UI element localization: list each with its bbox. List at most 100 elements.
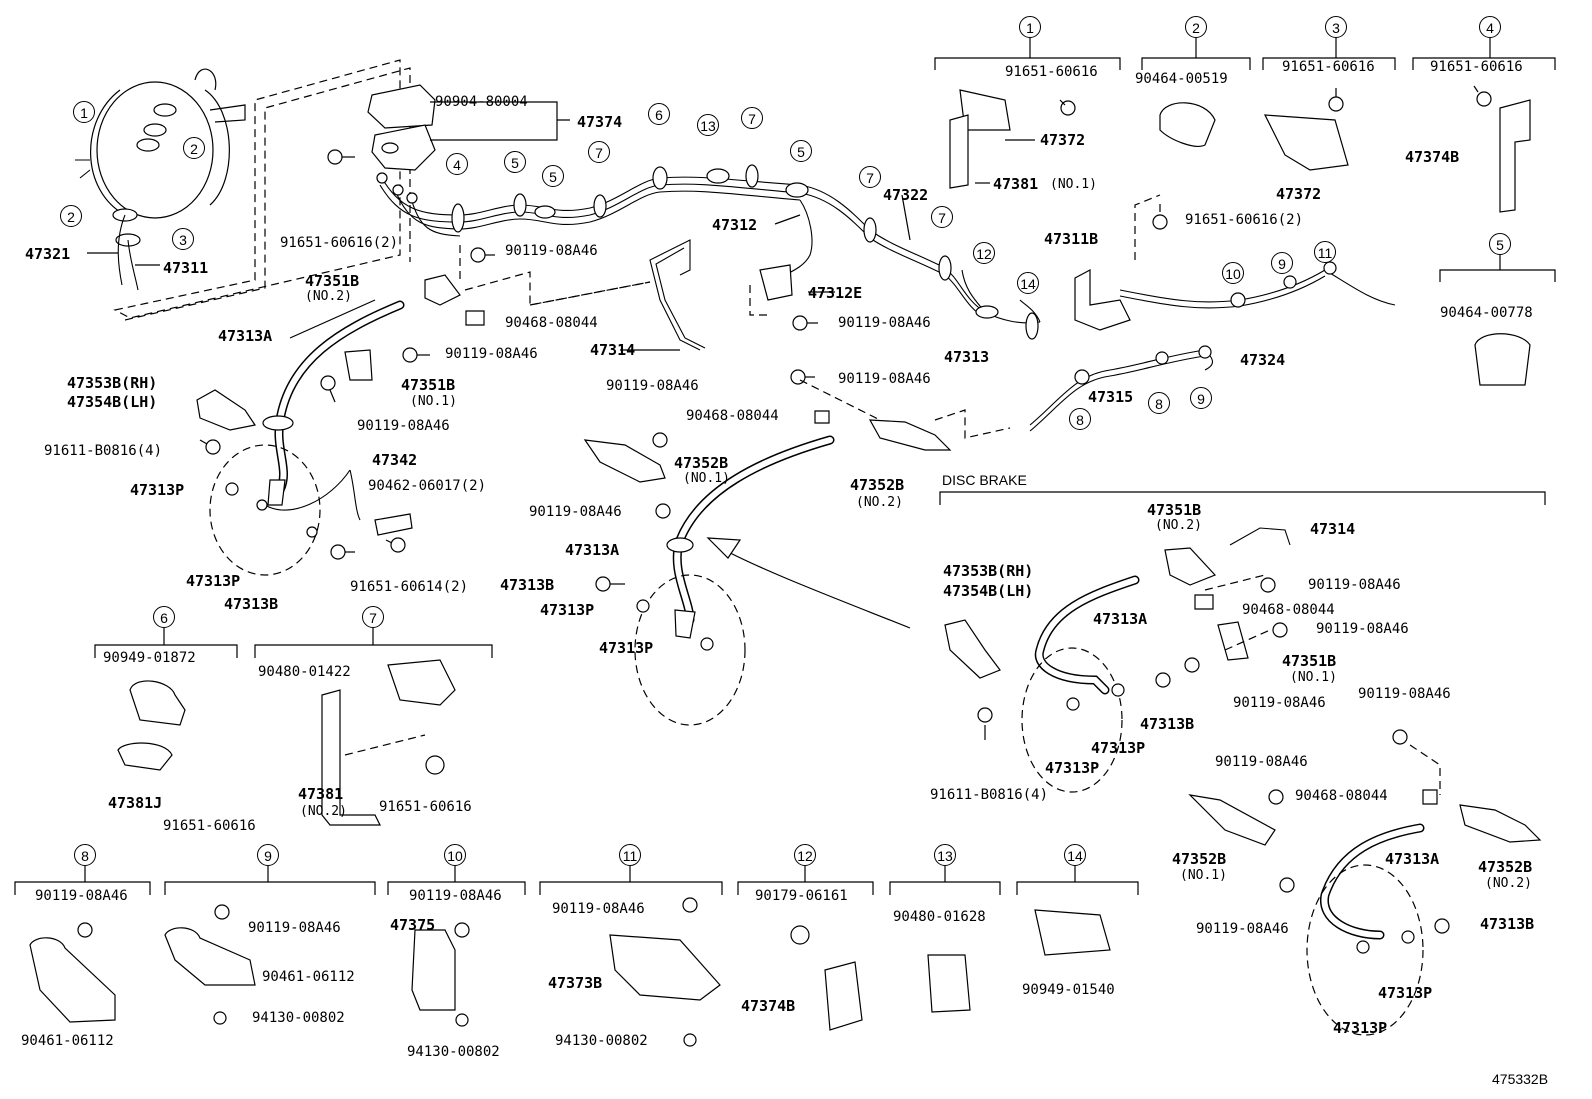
callout-1: 1 [73, 101, 95, 123]
label-47374: 47374 [577, 113, 623, 131]
callout-8: 8 [74, 844, 96, 866]
label-47351B: 47351B [305, 272, 360, 290]
label-no2: (NO.2) [305, 289, 352, 304]
label-no2: (NO.2) [1155, 518, 1202, 533]
label-47313P: 47313P [1091, 739, 1146, 757]
label-90461-06112: 90461-06112 [21, 1033, 114, 1049]
label-91651-60616: 91651-60616 [1282, 59, 1375, 75]
label-47313B: 47313B [500, 576, 555, 594]
label-47372: 47372 [1040, 131, 1086, 149]
label-no2: (NO.2) [300, 804, 347, 819]
callout-8: 8 [1069, 408, 1091, 430]
label-47313P: 47313P [1045, 759, 1100, 777]
callout-7: 7 [588, 141, 610, 163]
bolts [200, 86, 1491, 591]
label-91651-60614-2: 91651-60614(2) [350, 579, 469, 595]
label-94130-00802: 94130-00802 [555, 1033, 648, 1049]
callout-6: 6 [153, 606, 175, 628]
callout-12: 12 [973, 242, 995, 264]
callout-2: 2 [60, 205, 82, 227]
label-47351B: 47351B [401, 376, 456, 394]
hose-47313A-left [197, 305, 412, 575]
callout-7: 7 [859, 166, 881, 188]
label-90119-08A46: 90119-08A46 [357, 418, 450, 434]
pipe-47314-drawing [650, 240, 792, 350]
bracket-47351B-drawing [345, 245, 650, 380]
label-47374B: 47374B [741, 997, 796, 1015]
label-47313A: 47313A [218, 327, 273, 345]
label-90119-08A46: 90119-08A46 [35, 888, 128, 904]
callout-4: 4 [1479, 16, 1501, 38]
label-47321: 47321 [25, 245, 71, 263]
label-47312: 47312 [712, 216, 758, 234]
label-47352B: 47352B [674, 454, 729, 472]
label-90464-00778: 90464-00778 [1440, 305, 1533, 321]
label-90119-08A46: 90119-08A46 [445, 346, 538, 362]
label-47313P: 47313P [599, 639, 654, 657]
label-47381: 47381 [298, 785, 344, 803]
label-47352B: 47352B [850, 476, 905, 494]
brake-booster-drawing [75, 60, 410, 320]
callout-7: 7 [741, 107, 763, 129]
callout-5: 5 [790, 140, 812, 162]
callout-1: 1 [1019, 16, 1041, 38]
callout-5: 5 [542, 165, 564, 187]
label-91611-B0816-4: 91611-B0816(4) [930, 787, 1049, 803]
label-90119-08A46: 90119-08A46 [409, 888, 502, 904]
callout-5: 5 [504, 151, 526, 173]
label-47322: 47322 [883, 186, 929, 204]
label-90480-01628: 90480-01628 [893, 909, 986, 925]
label-90461-06112: 90461-06112 [262, 969, 355, 985]
label-90119-08A46: 90119-08A46 [1308, 577, 1401, 593]
callout-13: 13 [934, 844, 956, 866]
label-47314: 47314 [590, 341, 636, 359]
callout-5: 5 [1489, 233, 1511, 255]
label-47373B: 47373B [548, 974, 603, 992]
label-91611-B0816-4: 91611-B0816(4) [44, 443, 163, 459]
label-no1: (NO.1) [1050, 177, 1097, 192]
label-no1: (NO.1) [1180, 868, 1227, 883]
label-90949-01872: 90949-01872 [103, 650, 196, 666]
label-no1: (NO.1) [1290, 670, 1337, 685]
label-47352B: 47352B [1172, 850, 1227, 868]
hose-47313A-center [530, 282, 1010, 725]
callout-10: 10 [444, 844, 466, 866]
label-90119-08A46: 90119-08A46 [1196, 921, 1289, 937]
label-90119-08A46: 90119-08A46 [606, 378, 699, 394]
label-91651-60616: 91651-60616 [379, 799, 472, 815]
label-47354B-lh: 47354B(LH) [67, 393, 158, 411]
callout-13: 13 [697, 114, 719, 136]
label-91651-60616-2: 91651-60616(2) [1185, 212, 1304, 228]
label-no2: (NO.2) [1485, 876, 1532, 891]
label-47313B: 47313B [1140, 715, 1195, 733]
label-90468-08044: 90468-08044 [1295, 788, 1388, 804]
callout-2: 2 [183, 137, 205, 159]
callout-6: 6 [648, 103, 670, 125]
disc-brake-section [940, 492, 1545, 1035]
label-47324: 47324 [1240, 351, 1286, 369]
label-47375: 47375 [390, 916, 436, 934]
diagram-code: 475332B [1492, 1071, 1549, 1087]
label-47313A: 47313A [1385, 850, 1440, 868]
label-47381: 47381 [993, 175, 1039, 193]
callout-3: 3 [172, 228, 194, 250]
callout-14: 14 [1017, 272, 1039, 294]
callout-7: 7 [362, 606, 384, 628]
label-90119-08A46: 90119-08A46 [505, 243, 598, 259]
label-47311B: 47311B [1044, 230, 1099, 248]
pipes-47324-47315 [1030, 195, 1395, 431]
label-94130-00802: 94130-00802 [407, 1044, 500, 1060]
clamp-47374-drawing [368, 85, 435, 170]
callout-4: 4 [446, 153, 468, 175]
label-47313B: 47313B [224, 595, 279, 613]
callout-11: 11 [619, 844, 641, 866]
label-90119-08A46: 90119-08A46 [1215, 754, 1308, 770]
label-47313: 47313 [944, 348, 990, 366]
label-47314: 47314 [1310, 520, 1356, 538]
label-47313B: 47313B [1480, 915, 1535, 933]
clamp-group-bottom [15, 628, 1138, 1046]
label-47315: 47315 [1088, 388, 1134, 406]
label-90468-08044: 90468-08044 [1242, 602, 1335, 618]
label-47372: 47372 [1276, 185, 1322, 203]
